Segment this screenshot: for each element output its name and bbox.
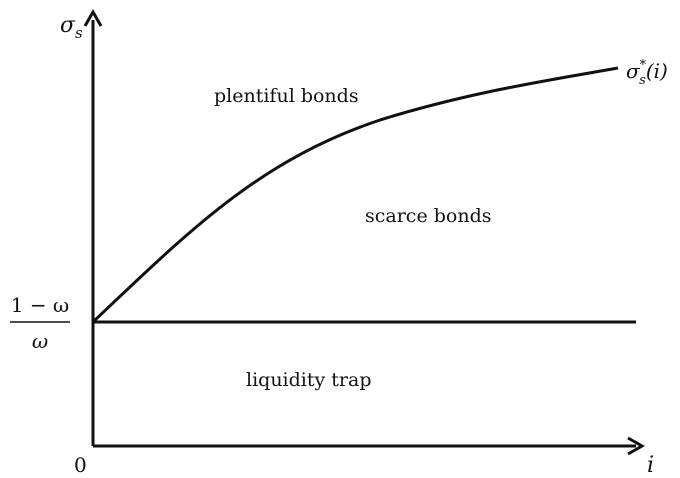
y-axis-label-subscript: s [75,24,83,42]
region-liquidity-trap: liquidity trap [246,369,372,391]
y-axis-label: σs [60,13,83,42]
region-plentiful-bonds: plentiful bonds [214,85,359,107]
curve-label-argument: (i) [646,59,668,83]
curve-label-superscript: * [640,58,647,73]
origin-label: 0 [74,453,87,477]
threshold-denominator: ω [32,329,48,353]
threshold-numerator: 1 − ω [11,293,70,317]
y-axis-arrowhead [83,8,103,27]
critical-curve [91,66,619,324]
region-scarce-bonds: scarce bonds [365,205,491,227]
x-axis-label: i [647,453,654,478]
x-axis-arrowhead [627,436,646,456]
curve-label-subscript: s [639,73,646,88]
curve-label: σ*s(i) [626,58,668,88]
